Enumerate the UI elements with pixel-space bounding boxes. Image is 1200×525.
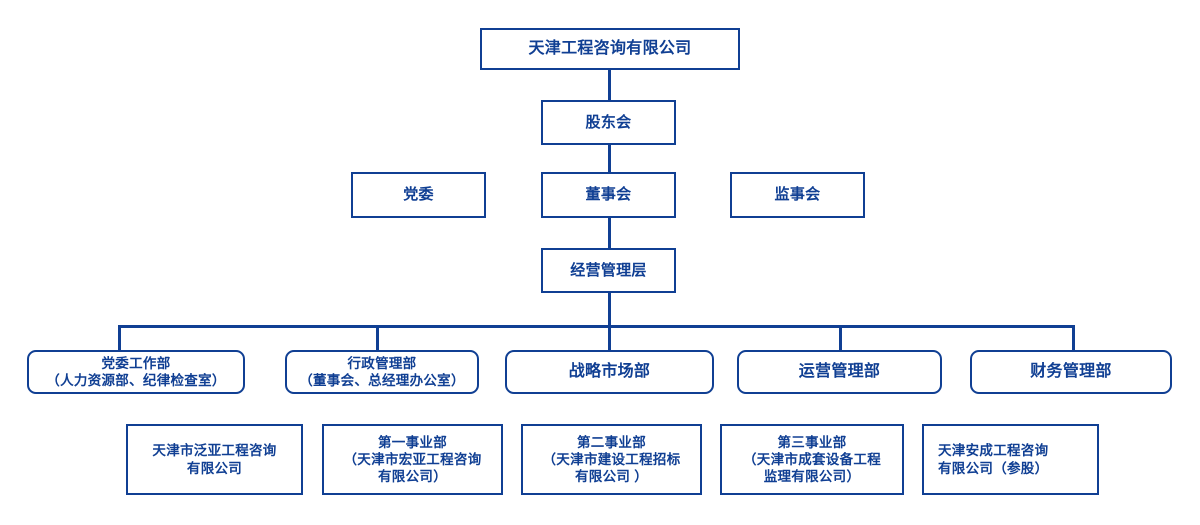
node-root-company-label: 天津工程咨询有限公司 xyxy=(528,39,692,57)
node-department-operations[interactable]: 运营管理部 xyxy=(737,350,942,394)
node-root-company[interactable]: 天津工程咨询有限公司 xyxy=(480,28,740,70)
node-management-layer-label: 经营管理层 xyxy=(570,261,647,279)
connector-department-bus xyxy=(118,325,1075,328)
node-management-layer[interactable]: 经营管理层 xyxy=(541,248,676,293)
node-subsidiary-ancheng[interactable]: 天津安成工程咨询 有限公司（参股） xyxy=(922,424,1099,495)
connector-root-to-shareholders xyxy=(608,70,611,100)
node-subsidiary-ancheng-label: 天津安成工程咨询 有限公司（参股） xyxy=(938,443,1049,476)
node-board-of-directors[interactable]: 董事会 xyxy=(541,172,676,218)
node-department-finance-label: 财务管理部 xyxy=(1030,362,1112,380)
node-department-administration[interactable]: 行政管理部 （董事会、总经理办公室） xyxy=(285,350,479,394)
connector-bus-drop-1 xyxy=(118,325,121,350)
node-business-unit-2-tendering-label: 第二事业部 （天津市建设工程招标 有限公司 ） xyxy=(542,434,681,485)
node-business-unit-2-tendering[interactable]: 第二事业部 （天津市建设工程招标 有限公司 ） xyxy=(521,424,702,495)
node-party-committee-label: 党委 xyxy=(403,186,434,204)
node-shareholders-meeting[interactable]: 股东会 xyxy=(541,100,676,145)
connector-management-to-bus xyxy=(608,293,611,325)
node-board-of-supervisors-label: 监事会 xyxy=(774,186,821,204)
node-business-unit-3-supervision[interactable]: 第三事业部 （天津市成套设备工程 监理有限公司） xyxy=(720,424,904,495)
node-department-party-work[interactable]: 党委工作部 （人力资源部、纪律检查室） xyxy=(27,350,245,394)
node-department-finance[interactable]: 财务管理部 xyxy=(970,350,1172,394)
node-business-unit-1-hongya[interactable]: 第一事业部 （天津市宏亚工程咨询 有限公司） xyxy=(322,424,503,495)
node-department-operations-label: 运营管理部 xyxy=(798,362,881,380)
connector-bus-drop-3 xyxy=(608,325,611,350)
connector-bus-drop-2 xyxy=(376,325,379,350)
node-department-administration-label: 行政管理部 （董事会、总经理办公室） xyxy=(299,355,465,388)
node-board-of-directors-label: 董事会 xyxy=(585,186,632,204)
connector-bus-drop-5 xyxy=(1072,325,1075,350)
connector-bus-drop-4 xyxy=(839,325,842,350)
node-department-strategy-market-label: 战略市场部 xyxy=(568,362,651,380)
node-department-strategy-market[interactable]: 战略市场部 xyxy=(505,350,714,394)
node-business-unit-1-hongya-label: 第一事业部 （天津市宏亚工程咨询 有限公司） xyxy=(343,434,482,485)
connector-shareholders-to-board xyxy=(608,145,611,172)
node-subsidiary-fanya[interactable]: 天津市泛亚工程咨询 有限公司 xyxy=(126,424,303,495)
node-board-of-supervisors[interactable]: 监事会 xyxy=(730,172,865,218)
node-subsidiary-fanya-label: 天津市泛亚工程咨询 有限公司 xyxy=(152,443,277,476)
node-department-party-work-label: 党委工作部 （人力资源部、纪律检查室） xyxy=(46,355,226,388)
node-business-unit-3-supervision-label: 第三事业部 （天津市成套设备工程 监理有限公司） xyxy=(743,434,881,485)
connector-board-to-management xyxy=(608,218,611,248)
node-shareholders-meeting-label: 股东会 xyxy=(585,113,632,131)
node-party-committee[interactable]: 党委 xyxy=(351,172,486,218)
